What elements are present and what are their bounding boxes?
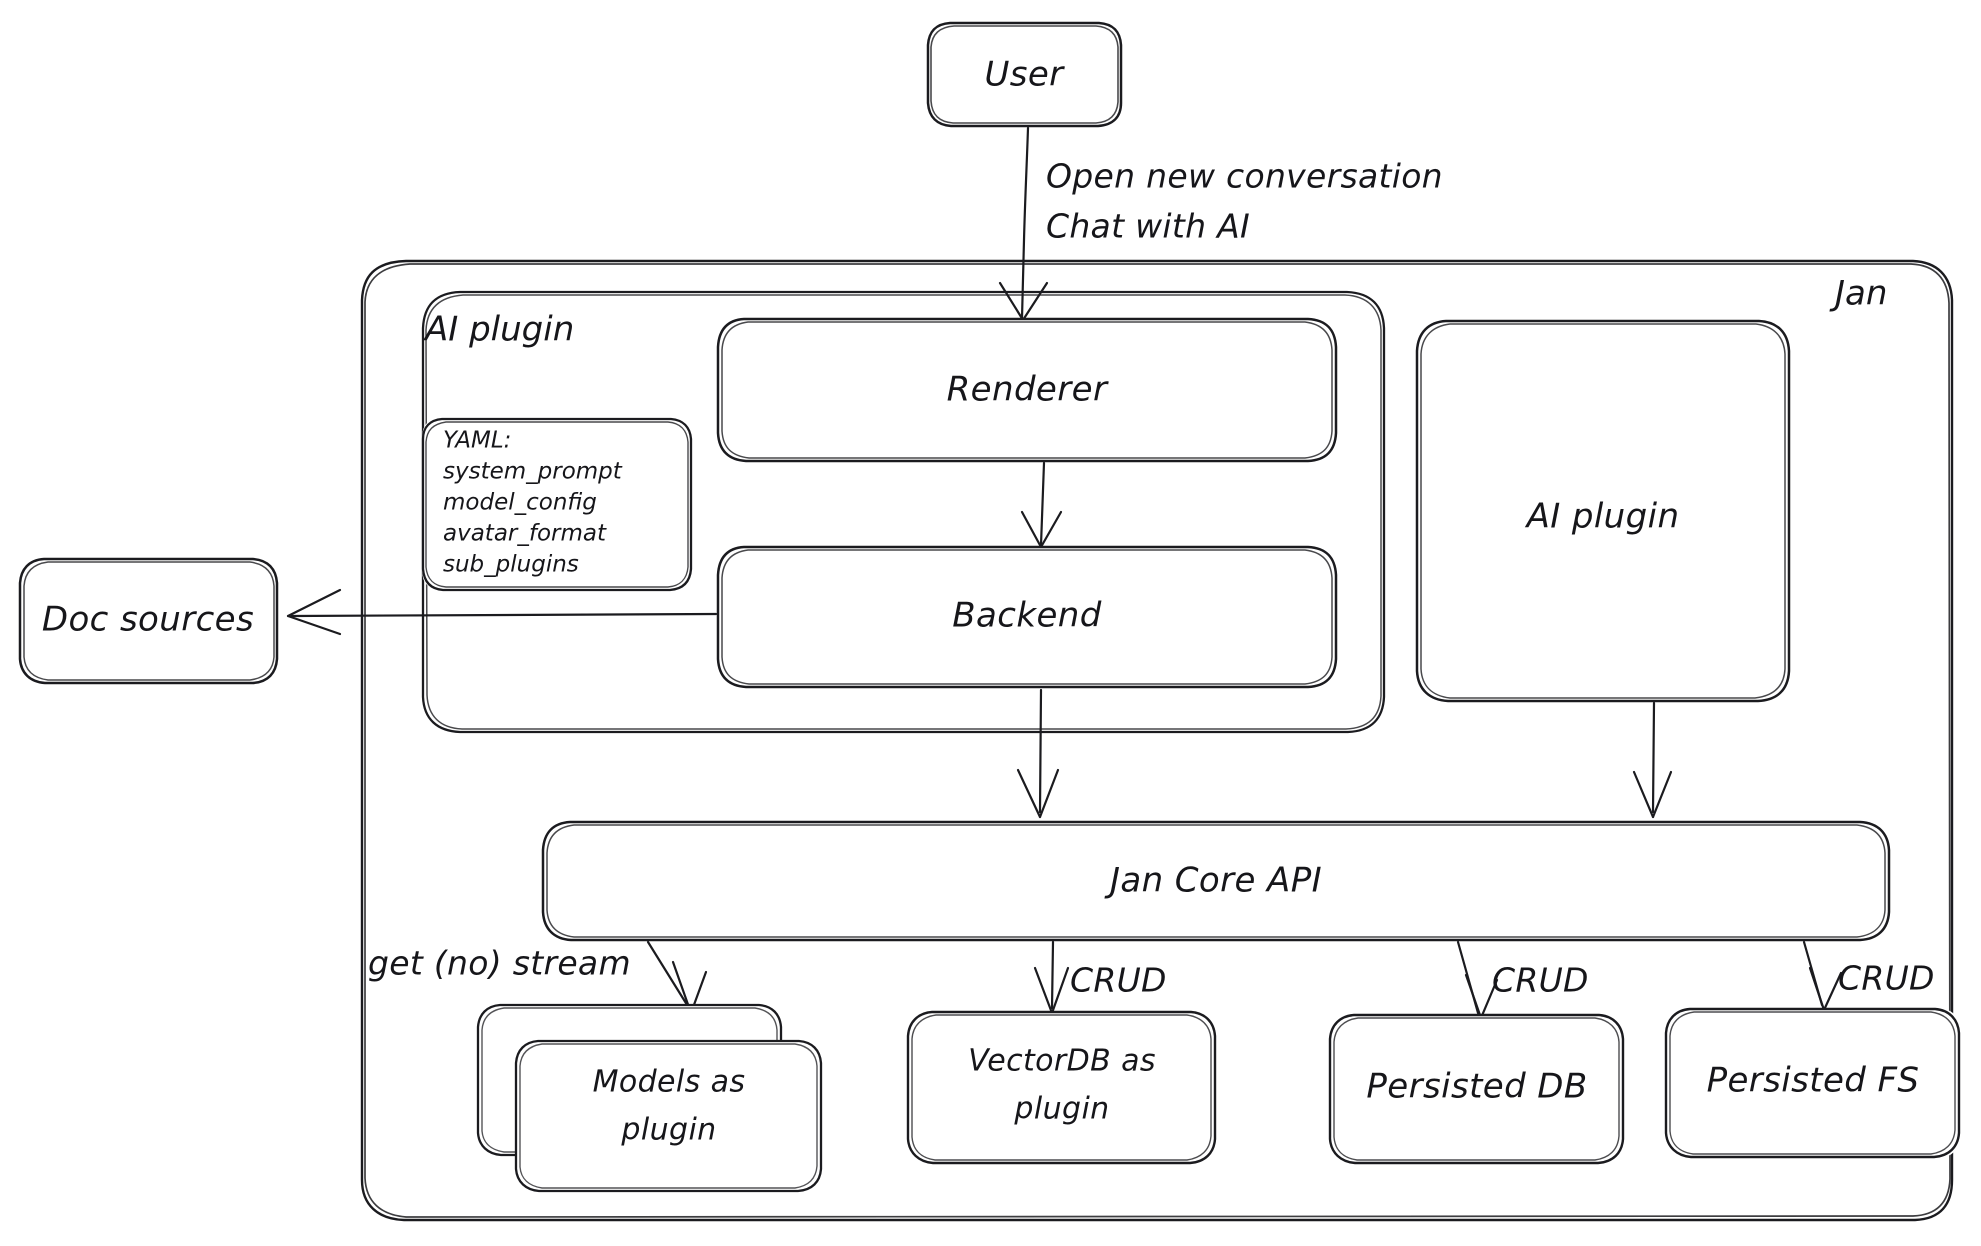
edge-label-core-to-vectordb: CRUD [1070,961,1167,1000]
edge-core-to-models [646,940,708,1015]
edge-core-to-vectordb [1033,940,1070,1015]
backend-node-label: Backend [952,596,1101,636]
doc-sources-node[interactable]: Doc sources [18,557,279,685]
models-as-plugin-label-line1: Models as [593,1065,746,1100]
edge-label-user-to-renderer-line1: Open new conversation [1046,157,1443,196]
jan-container-label: Jan [1829,274,1887,314]
jan-core-api-node[interactable]: Jan Core API [541,820,1891,942]
user-node[interactable]: User [926,21,1123,128]
models-as-plugin-label-line2: plugin [620,1113,716,1148]
renderer-node[interactable]: Renderer [716,317,1338,463]
yaml-note-line-3: avatar_format [443,521,607,547]
yaml-note-line-2: model_config [443,490,597,516]
doc-sources-node-label: Doc sources [42,600,254,640]
edge-backend-to-doc-sources [286,588,718,636]
ai-plugin-group-label: AI plugin [423,310,574,350]
ai-plugin-group[interactable]: AI plugin [421,290,1386,734]
jan-core-api-label: Jan Core API [1104,861,1322,901]
edge-label-core-to-persisted-fs: CRUD [1838,959,1935,998]
edge-backend-to-core-api [1016,688,1060,819]
ai-plugin-box-node[interactable]: AI plugin [1415,319,1791,703]
vectordb-as-plugin-node[interactable]: VectorDB as plugin [906,1010,1217,1165]
yaml-note-line-4: sub_plugins [443,552,579,578]
ai-plugin-box-label: AI plugin [1525,497,1680,537]
jan-container[interactable]: Jan [360,259,1954,1222]
vectordb-as-plugin-label-line2: plugin [1013,1092,1109,1127]
renderer-node-label: Renderer [947,370,1109,410]
edge-core-to-persisted-db [1456,940,1499,1020]
models-as-plugin-node[interactable]: Models as plugin [476,1003,823,1193]
edge-label-core-to-persisted-db: CRUD [1492,961,1589,1000]
edge-label-core-to-models: get (no) stream [368,944,631,983]
backend-node[interactable]: Backend [716,545,1338,689]
edge-ai-plugin-to-core-api [1632,701,1673,819]
edge-core-to-persisted-fs [1802,940,1843,1012]
persisted-fs-label: Persisted FS [1707,1061,1920,1101]
edge-renderer-to-backend [1020,461,1063,549]
edge-user-to-renderer [998,126,1049,322]
yaml-note[interactable]: YAML: system_prompt model_config avatar_… [421,417,693,592]
yaml-note-line-0: YAML: [443,428,511,454]
vectordb-as-plugin-label-line1: VectorDB as [968,1044,1156,1079]
persisted-fs-node[interactable]: Persisted FS [1664,1007,1961,1159]
edge-label-user-to-renderer-line2: Chat with AI [1046,207,1250,246]
persisted-db-label: Persisted DB [1366,1067,1587,1107]
persisted-db-node[interactable]: Persisted DB [1328,1013,1625,1165]
user-node-label: User [984,55,1065,95]
yaml-note-line-1: system_prompt [443,459,623,485]
